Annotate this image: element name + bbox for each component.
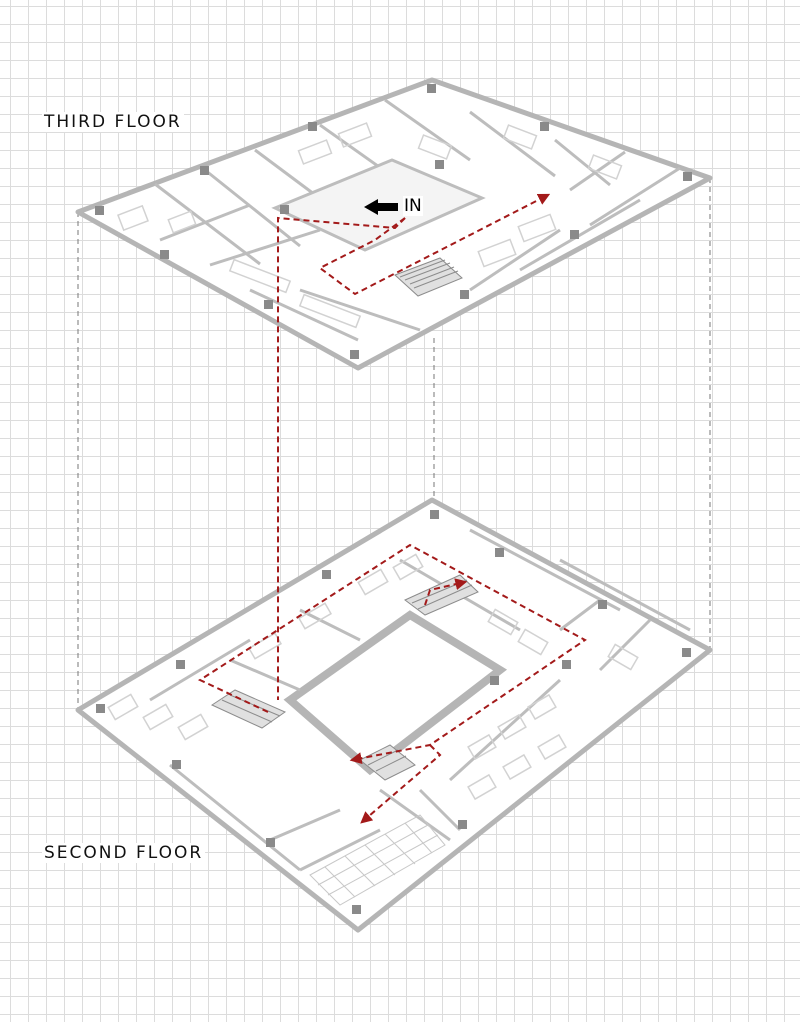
column [266,838,275,847]
third-floor-plan [75,77,713,371]
column [598,600,607,609]
column [540,122,549,131]
third-floor-furniture [117,122,623,329]
second-floor-columns [96,510,691,914]
third-floor-walls [154,98,681,342]
third-floor-columns [95,84,692,359]
column [562,660,571,669]
third-floor-stair [394,257,463,297]
column [350,350,359,359]
column [308,122,317,131]
column [96,704,105,713]
third-floor-label: THIRD FLOOR [42,112,184,132]
column [95,206,104,215]
column [435,160,444,169]
column [490,676,499,685]
projection-lines [77,178,711,710]
column [460,290,469,299]
column [280,205,289,214]
second-floor-stair-left [210,689,287,729]
column [427,84,436,93]
second-floor-stair-bottom [359,744,416,781]
column [495,548,504,557]
column [176,660,185,669]
second-floor-plan [75,497,713,933]
black-arrow-left-icon [364,199,398,215]
second-floor-courtyard [283,610,508,776]
second-floor-tiled-room [309,814,446,906]
column [570,230,579,239]
column [352,905,361,914]
path-vertical-drop [277,216,406,700]
column [200,166,209,175]
path-third-floor [318,193,551,296]
path-second-floor-up [424,578,468,606]
column [683,172,692,181]
second-floor-label: SECOND FLOOR [42,843,206,863]
entry-label: IN [403,196,423,216]
path-second-floor-down [360,744,442,824]
column [430,510,439,519]
second-floor-furniture [107,553,639,801]
path-second-floor-loop [197,543,587,765]
column [682,648,691,657]
column [160,250,169,259]
column [322,570,331,579]
column [172,760,181,769]
column [264,300,273,309]
column [458,820,467,829]
circulation-path [197,193,587,824]
